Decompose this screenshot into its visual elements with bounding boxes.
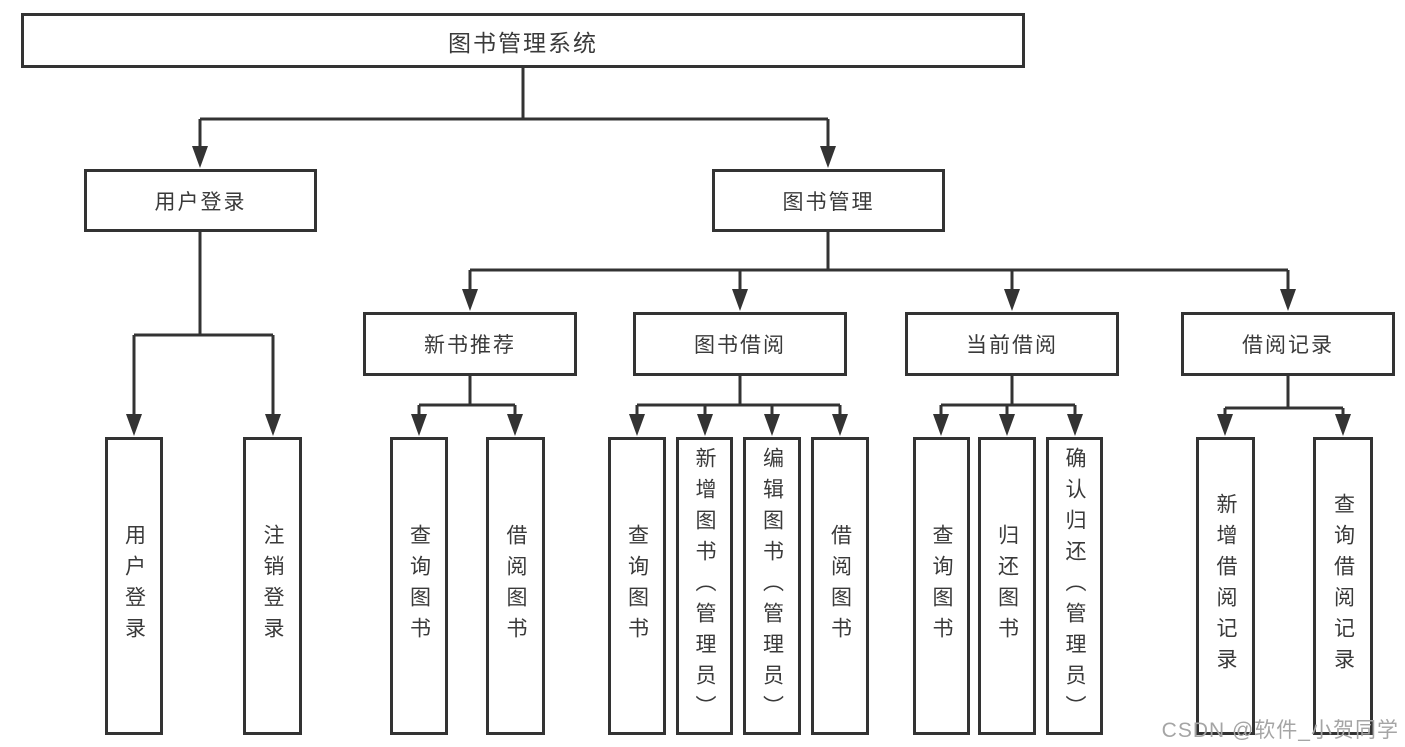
leaf-query-books-3-label: 查询图书 xyxy=(930,524,953,648)
leaf-borrow-books-1: 借阅图书 xyxy=(486,437,545,735)
leaf-borrow-books-1-label: 借阅图书 xyxy=(504,524,527,648)
node-user-login-label: 用户登录 xyxy=(154,190,247,214)
leaf-query-books-1-label: 查询图书 xyxy=(407,524,431,648)
csdn-watermark: CSDN @软件_小贺同学 xyxy=(1161,719,1399,742)
leaf-add-book-admin: 新增图书（管理员） xyxy=(676,437,733,735)
node-user-login: 用户登录 xyxy=(84,169,317,232)
arrowheads xyxy=(126,146,1351,436)
leaf-borrow-books-2: 借阅图书 xyxy=(811,437,869,735)
leaf-user-login-label: 用户登录 xyxy=(122,524,146,648)
leaf-query-borrow-record-label: 查询借阅记录 xyxy=(1331,493,1355,679)
node-borrowing-records: 借阅记录 xyxy=(1181,312,1395,376)
node-borrowing-records-label: 借阅记录 xyxy=(1242,334,1334,357)
node-current-borrowing: 当前借阅 xyxy=(905,312,1119,376)
leaf-confirm-return-admin-label: 确认归还（管理员） xyxy=(1063,446,1086,726)
leaf-query-books-2: 查询图书 xyxy=(608,437,666,735)
leaf-query-borrow-record: 查询借阅记录 xyxy=(1313,437,1373,735)
node-book-management-label: 图书管理 xyxy=(782,190,875,214)
leaf-return-book-label: 归还图书 xyxy=(995,524,1019,648)
node-current-borrowing-label: 当前借阅 xyxy=(966,334,1058,357)
leaf-user-login: 用户登录 xyxy=(105,437,163,735)
leaf-add-book-admin-label: 新增图书（管理员） xyxy=(693,446,716,726)
leaf-edit-book-admin-label: 编辑图书（管理员） xyxy=(760,446,784,726)
tree-lines xyxy=(132,68,1345,416)
leaf-add-borrow-record: 新增借阅记录 xyxy=(1196,437,1255,735)
node-root-label: 图书管理系统 xyxy=(448,29,598,56)
node-book-management: 图书管理 xyxy=(712,169,945,232)
leaf-logout: 注销登录 xyxy=(243,437,302,735)
leaf-query-books-3: 查询图书 xyxy=(913,437,970,735)
node-new-book-recommendation: 新书推荐 xyxy=(363,312,577,376)
leaf-query-books-2-label: 查询图书 xyxy=(625,524,649,648)
leaf-return-book: 归还图书 xyxy=(978,437,1036,735)
node-new-book-recommendation-label: 新书推荐 xyxy=(424,334,516,357)
node-book-borrowing-label: 图书借阅 xyxy=(694,334,786,357)
leaf-edit-book-admin: 编辑图书（管理员） xyxy=(743,437,801,735)
leaf-query-books-1: 查询图书 xyxy=(390,437,448,735)
leaf-borrow-books-2-label: 借阅图书 xyxy=(828,524,852,648)
node-root: 图书管理系统 xyxy=(21,13,1025,68)
leaf-add-borrow-record-label: 新增借阅记录 xyxy=(1214,493,1237,679)
leaf-logout-label: 注销登录 xyxy=(261,524,284,648)
leaf-confirm-return-admin: 确认归还（管理员） xyxy=(1046,437,1103,735)
node-book-borrowing: 图书借阅 xyxy=(633,312,847,376)
